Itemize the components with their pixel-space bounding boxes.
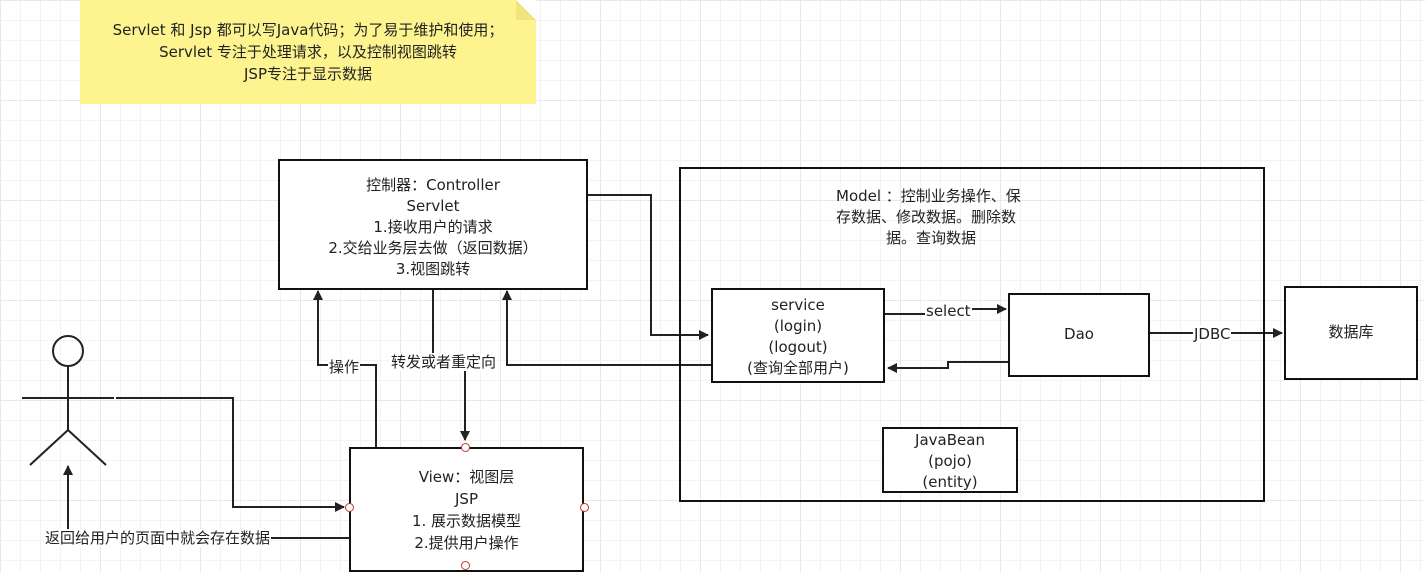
- controller-box: 控制器：Controller Servlet 1.接收用户的请求 2.交给业务层…: [278, 159, 588, 290]
- service-line: (logout): [768, 338, 828, 356]
- service-line: (login): [773, 317, 823, 335]
- note-line: Servlet 专注于处理请求，以及控制视图跳转: [159, 43, 457, 61]
- controller-line: 3.视图跳转: [395, 260, 471, 278]
- edge-label-return-to-user: 返回给用户的页面中就会存在数据: [44, 529, 272, 547]
- javabean-line: (entity): [922, 473, 978, 491]
- view-handle-bottom[interactable]: [461, 561, 470, 570]
- edge-service-to-controller: [502, 290, 711, 366]
- note-line: Servlet 和 Jsp 都可以写Java代码；为了易于维护和使用；: [112, 21, 504, 39]
- edge-label-forward: 转发或者重定向: [390, 353, 498, 371]
- view-handle-left[interactable]: [345, 503, 354, 512]
- model-description: Model ：控制业务操作、保 存数据、修改数据。删除数 据。查询数据: [836, 186, 1066, 249]
- note: Servlet 和 Jsp 都可以写Java代码；为了易于维护和使用； Serv…: [80, 0, 536, 104]
- view-box: View：视图层 JSP 1. 展示数据模型 2.提供用户操作: [349, 447, 584, 572]
- dao-box: Dao: [1008, 293, 1150, 377]
- edge-label-operate: 操作: [328, 358, 361, 376]
- view-line: JSP: [455, 490, 478, 508]
- controller-line: 控制器：Controller: [366, 176, 500, 194]
- view-handle-right[interactable]: [580, 503, 589, 512]
- javabean-text: JavaBean (pojo) (entity): [884, 430, 1016, 493]
- service-text: service (login) (logout) (查询全部用户): [713, 295, 883, 379]
- model-container: Model ：控制业务操作、保 存数据、修改数据。删除数 据。查询数据: [679, 167, 1265, 502]
- javabean-box: JavaBean (pojo) (entity): [882, 427, 1018, 493]
- view-line: 2.提供用户操作: [414, 534, 519, 552]
- edge-user-to-view: [116, 397, 345, 512]
- database-box: 数据库: [1284, 286, 1418, 380]
- view-line: 1. 展示数据模型: [411, 512, 522, 530]
- user-actor-icon: [22, 335, 114, 466]
- service-line: service: [771, 296, 825, 314]
- view-line: View：视图层: [418, 468, 515, 486]
- controller-text: 控制器：Controller Servlet 1.接收用户的请求 2.交给业务层…: [280, 175, 586, 280]
- service-line: (查询全部用户): [747, 359, 849, 377]
- edge-view-to-user: [63, 465, 349, 539]
- view-text: View：视图层 JSP 1. 展示数据模型 2.提供用户操作: [351, 466, 582, 554]
- javabean-line: JavaBean: [915, 431, 985, 449]
- dao-label: Dao: [1064, 325, 1094, 343]
- edge-label-jdbc: JDBC: [1193, 325, 1232, 343]
- javabean-line: (pojo): [928, 452, 972, 470]
- database-label: 数据库: [1328, 323, 1374, 341]
- model-line: 存数据、修改数据。删除数: [836, 208, 1017, 226]
- controller-line: 2.交给业务层去做（返回数据）: [328, 239, 538, 257]
- controller-line: Servlet: [406, 197, 460, 215]
- note-text: Servlet 和 Jsp 都可以写Java代码；为了易于维护和使用； Serv…: [80, 19, 536, 85]
- controller-line: 1.接收用户的请求: [373, 218, 493, 236]
- note-fold-corner: [516, 0, 536, 20]
- model-line: 据。查询数据: [886, 229, 977, 247]
- model-line: Model ：控制业务操作、保: [836, 187, 1021, 205]
- view-handle-top[interactable]: [461, 443, 470, 452]
- edge-label-select: select: [925, 302, 972, 320]
- edge-dao-to-service: [887, 361, 1008, 373]
- service-box: service (login) (logout) (查询全部用户): [711, 288, 885, 383]
- note-line: JSP专注于显示数据: [244, 65, 372, 83]
